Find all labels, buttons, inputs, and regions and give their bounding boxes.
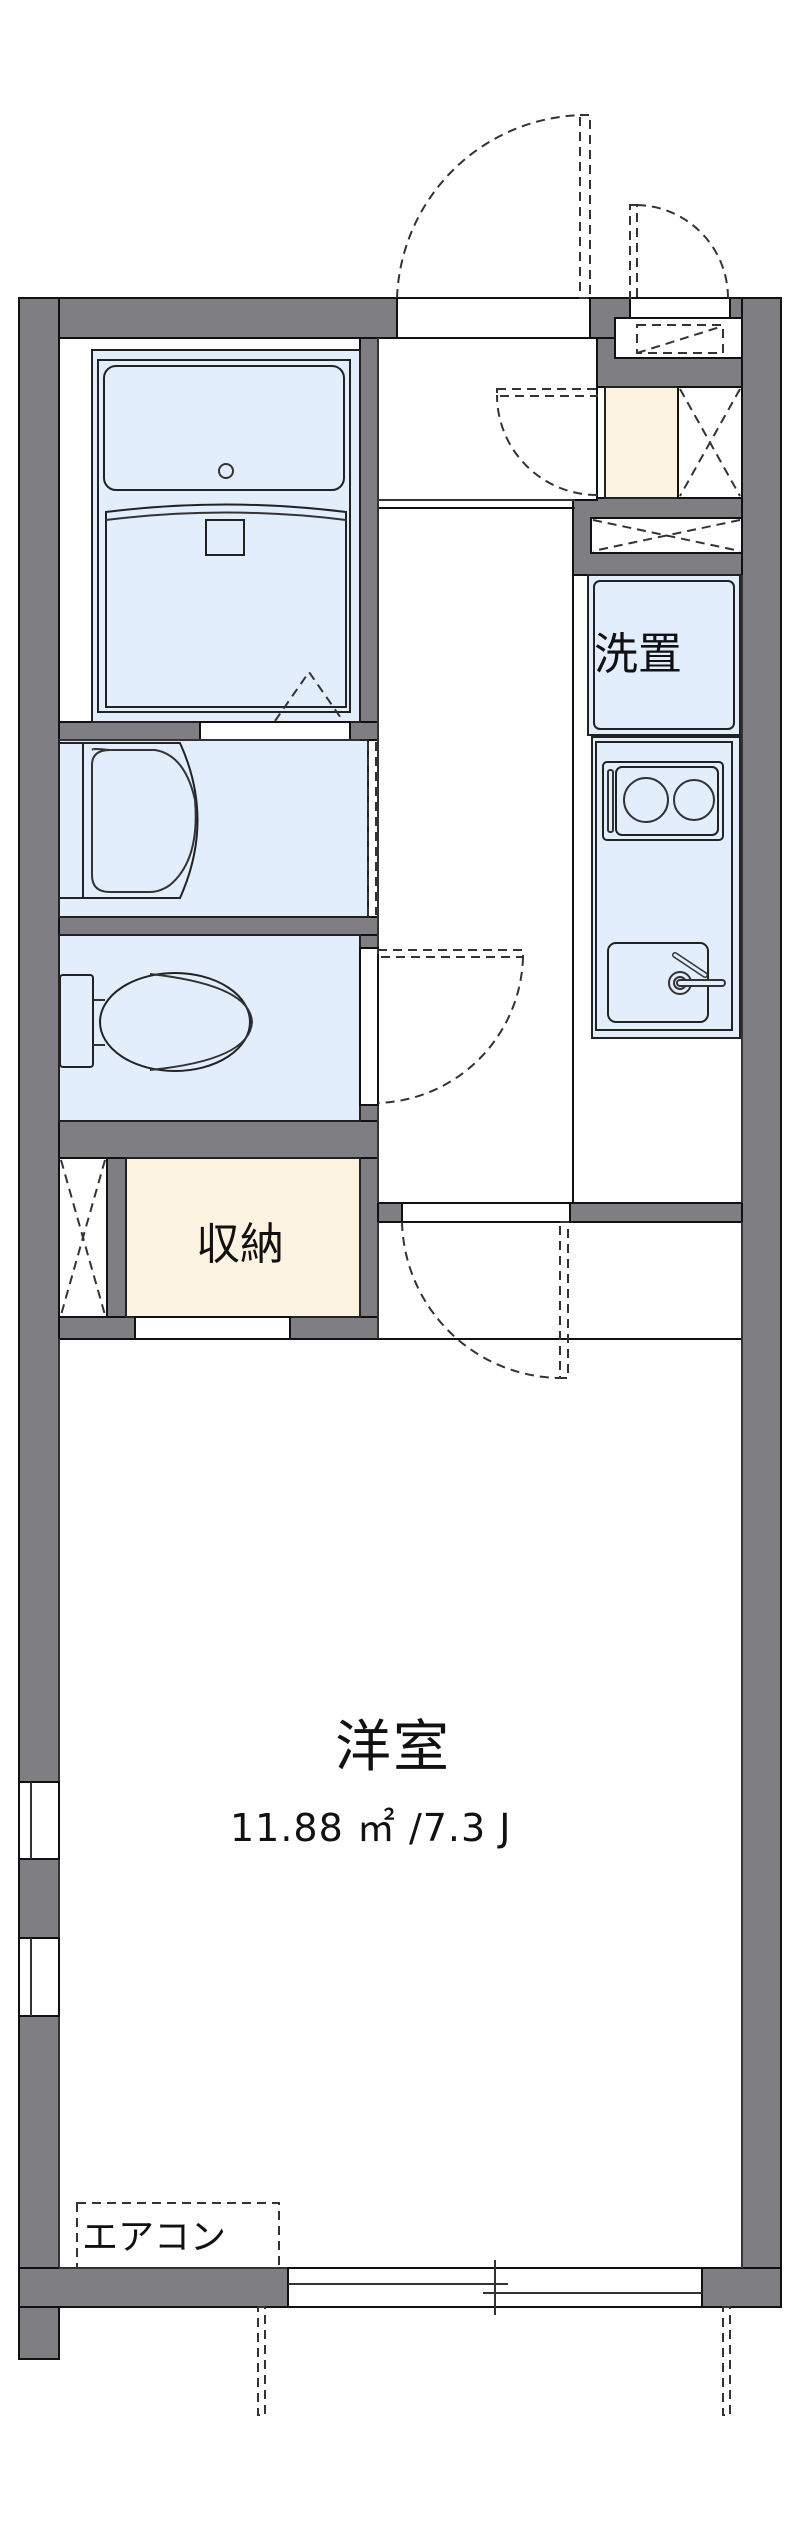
toilet-door-swing (377, 956, 524, 1104)
shoe-cabinet (496, 386, 743, 499)
left-window-1 (18, 1781, 60, 1860)
room-door-swing (401, 1221, 561, 1379)
washroom (58, 739, 377, 918)
toilet-room (58, 934, 524, 1122)
air-conditioner-box (76, 2202, 280, 2269)
storage-closet (125, 1157, 361, 1318)
main-room-area: 11.88 ㎡ /7.3 J (230, 1806, 512, 1850)
burner-2 (673, 779, 715, 821)
wash-area (103, 365, 345, 491)
entrance-door-leaf (579, 114, 591, 299)
kitchen-counter (591, 736, 741, 1039)
toilet-tank (59, 974, 94, 1068)
storage-area (58, 1157, 361, 1505)
toilet-bowl (99, 972, 251, 1072)
shoe-cabinet-door-swing (496, 394, 598, 496)
main-room-label: 洋室 (335, 1715, 451, 1780)
room-door-leaf (559, 1221, 569, 1379)
washbasin (91, 748, 197, 893)
main-room (18, 1202, 743, 2416)
bath-folding-door (274, 670, 344, 722)
meter-door-swing (636, 204, 729, 299)
toilet-door-leaf (377, 949, 524, 958)
storage-label: 収納 (196, 1219, 284, 1270)
bathroom (58, 337, 361, 741)
air-conditioner-label: エアコン (82, 2217, 227, 2258)
washing-machine-space (587, 574, 741, 736)
washer-label: 洗置 (594, 629, 682, 680)
burner-1 (623, 777, 669, 823)
entrance (377, 114, 598, 509)
vanity (82, 742, 199, 899)
drain-icon (218, 463, 234, 479)
meter-box (614, 204, 743, 359)
left-window-2 (18, 1937, 60, 2017)
bathtub (105, 503, 347, 708)
entrance-door-swing (396, 114, 586, 299)
meter-door-leaf (629, 204, 638, 299)
pipe-space (590, 517, 743, 554)
